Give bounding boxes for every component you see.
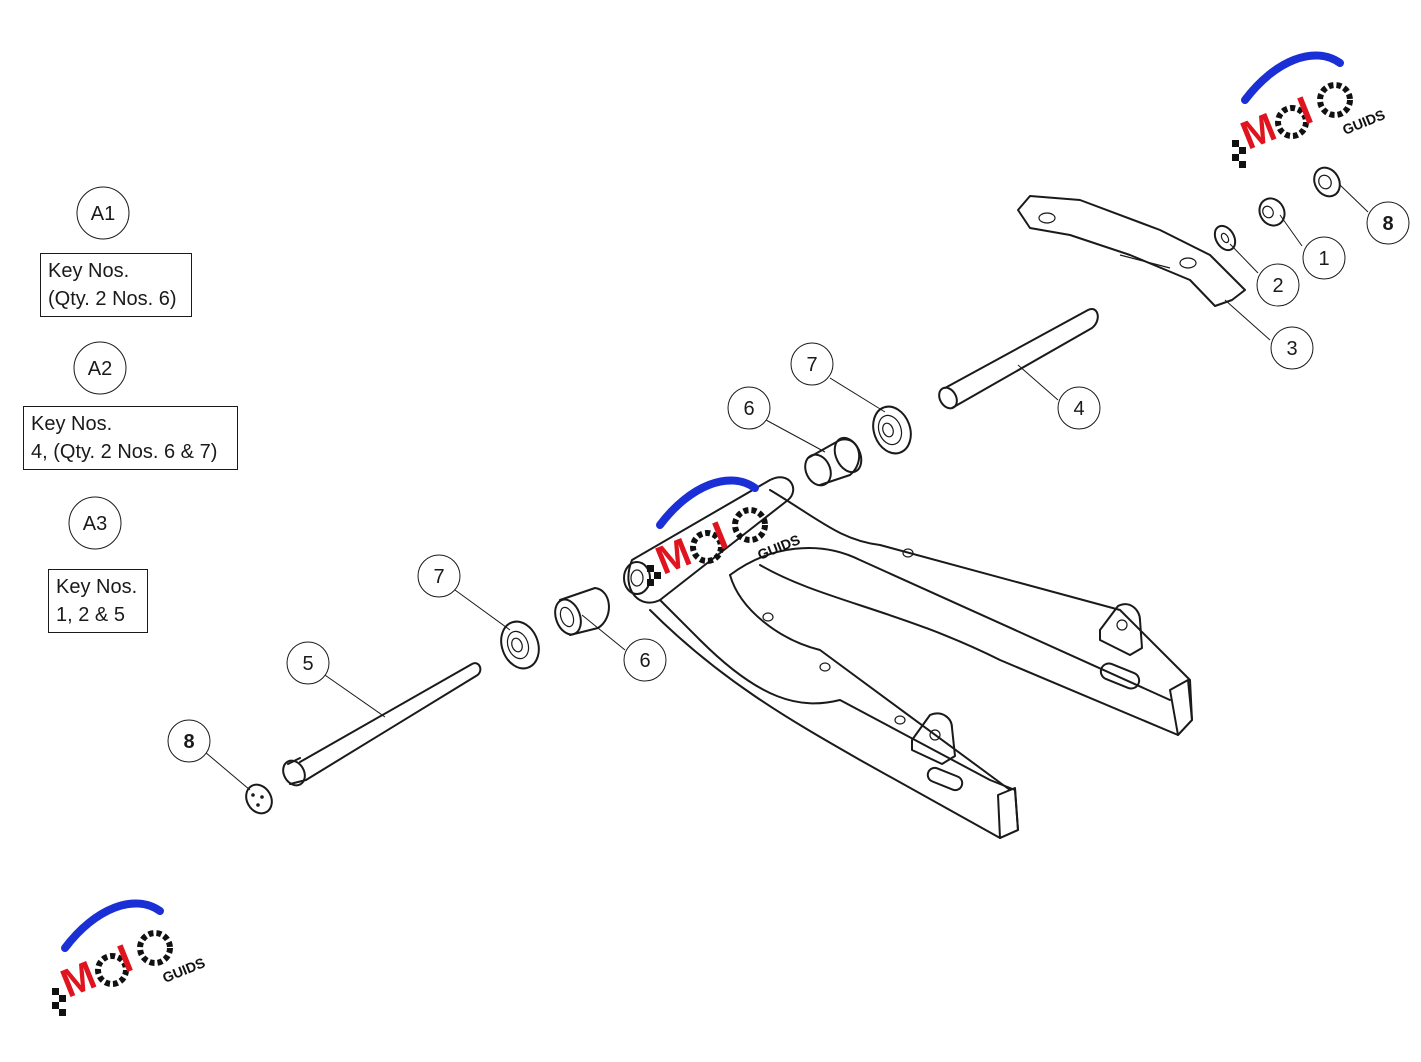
callout-3: 3: [1270, 326, 1314, 370]
key-box-a1-line-1: Key Nos.: [48, 260, 130, 282]
svg-text:8: 8: [183, 731, 194, 753]
end-cap-top: [1313, 166, 1341, 198]
callout-4: 4: [1057, 386, 1101, 430]
callout-7-top: 7: [790, 342, 834, 386]
svg-text:5: 5: [302, 653, 313, 675]
svg-text:6: 6: [639, 650, 650, 672]
key-box-a3-line-1: Key Nos.: [56, 576, 138, 598]
callout-8-top: 8: [1366, 201, 1410, 245]
svg-text:3: 3: [1286, 338, 1297, 360]
spindle: [938, 308, 1099, 410]
callout-7-bottom: 7: [417, 554, 461, 598]
swingarm: [623, 476, 1193, 839]
key-box-a2-line-2: 4, (Qty. 2 Nos. 6 & 7): [31, 441, 218, 463]
pivot-bolt: [282, 662, 482, 787]
nut: [1258, 197, 1286, 227]
callout-6-top: 6: [727, 386, 771, 430]
svg-text:2: 2: [1272, 275, 1283, 297]
callout-1: 1: [1302, 236, 1346, 280]
sleeve-top: [804, 436, 863, 487]
svg-text:7: 7: [806, 354, 817, 376]
end-cap-bottom: [245, 783, 273, 815]
callout-2: 2: [1256, 263, 1300, 307]
callout-8-bottom: 8: [167, 719, 211, 763]
svg-text:6: 6: [743, 398, 754, 420]
key-box-a3-line-2: 1, 2 & 5: [56, 604, 125, 626]
svg-text:7: 7: [433, 566, 444, 588]
key-box-a1-line-2: (Qty. 2 Nos. 6): [48, 288, 177, 310]
svg-text:A2: A2: [88, 358, 112, 380]
svg-text:I: I: [112, 936, 139, 981]
key-box-a2: Key Nos. 4, (Qty. 2 Nos. 6 & 7): [23, 406, 238, 470]
callout-5: 5: [286, 641, 330, 685]
washer: [1213, 224, 1237, 252]
svg-text:A1: A1: [91, 203, 115, 225]
moto-guids-logo-bottom: M I GUIDS: [52, 899, 207, 1016]
leader-lines: [204, 184, 1369, 791]
bush-bottom: [500, 620, 540, 670]
key-box-a1: Key Nos. (Qty. 2 Nos. 6): [40, 253, 192, 317]
moto-guids-logo-top: M I GUIDS: [1232, 51, 1387, 168]
group-id-a2: A2: [73, 341, 127, 395]
callout-6-bottom: 6: [623, 638, 667, 682]
bush-top: [872, 405, 912, 455]
svg-text:4: 4: [1073, 398, 1084, 420]
key-box-a2-line-1: Key Nos.: [31, 413, 113, 435]
key-box-a3: Key Nos. 1, 2 & 5: [48, 569, 148, 633]
group-id-a3: A3: [68, 496, 122, 550]
svg-text:I: I: [1292, 88, 1319, 133]
svg-text:I: I: [707, 513, 734, 558]
chain-guard-bracket: [1017, 195, 1246, 307]
svg-text:8: 8: [1382, 213, 1393, 235]
group-id-a1: A1: [76, 186, 130, 240]
svg-text:A3: A3: [83, 513, 107, 535]
svg-text:1: 1: [1318, 248, 1329, 270]
sleeve-bottom: [554, 587, 610, 636]
